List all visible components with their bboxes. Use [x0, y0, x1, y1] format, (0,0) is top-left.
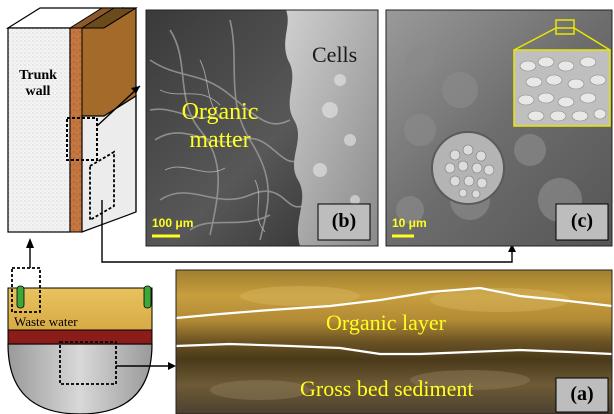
- organic-label-line1: Organic: [181, 99, 259, 125]
- panel-b-letter: (b): [331, 210, 357, 232]
- organic-label-line2: matter: [189, 127, 251, 153]
- panel-b-organic-label: Organic matter: [172, 98, 268, 154]
- trunk-wall-block: [5, 7, 138, 233]
- gross-bed-sediment-label: Gross bed sediment: [300, 376, 474, 401]
- panel-c-letter-box: [555, 203, 609, 241]
- panel-a-photo: [175, 269, 613, 414]
- selection-box-cells: [89, 150, 115, 222]
- panel-b-scalebar-label: 100 μm: [152, 216, 194, 230]
- selection-box-organic: [66, 117, 98, 161]
- panel-a-letter-box: [555, 377, 609, 413]
- panel-b-letter-box: [317, 203, 371, 241]
- panel-c-letter: (c): [570, 210, 594, 232]
- panel-b-sem-image: [145, 9, 379, 247]
- panel-b-cells-label: Cells: [312, 42, 358, 67]
- left-fitting: [16, 285, 25, 309]
- organic-layer-label: Organic layer: [326, 310, 446, 335]
- waste-water-tank: [7, 267, 176, 414]
- panel-c-sem-image: [385, 9, 613, 247]
- organic-layer-top-boundary: [175, 286, 613, 320]
- waste-water-label: Waste water: [14, 314, 78, 329]
- trunk-wall-label: Trunk wall: [19, 68, 57, 99]
- panel-a-letter: (a): [570, 383, 594, 405]
- panel-c-scalebar-label: 10 μm: [392, 216, 427, 230]
- organic-layer-bottom-boundary: [175, 342, 613, 356]
- right-fitting: [143, 285, 152, 309]
- trunk-arrows: [26, 85, 516, 268]
